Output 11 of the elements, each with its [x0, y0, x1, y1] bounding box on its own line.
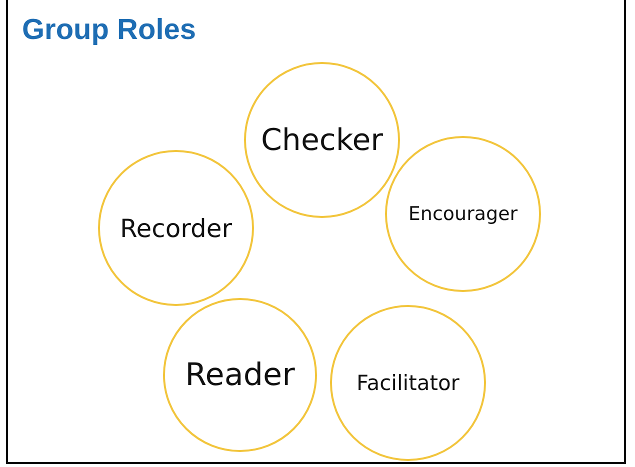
title: Group Roles: [22, 14, 196, 47]
role-circle: [244, 62, 400, 218]
role-label: Checker: [260, 122, 383, 158]
role-circle: [330, 305, 486, 461]
role-label: Facilitator: [356, 371, 460, 395]
role-label: Encourager: [408, 203, 518, 225]
role-label: Recorder: [120, 214, 232, 242]
role-circle: [163, 298, 317, 452]
role-label: Reader: [185, 357, 295, 393]
role-circle: [385, 136, 541, 292]
role-circle: [98, 150, 254, 306]
